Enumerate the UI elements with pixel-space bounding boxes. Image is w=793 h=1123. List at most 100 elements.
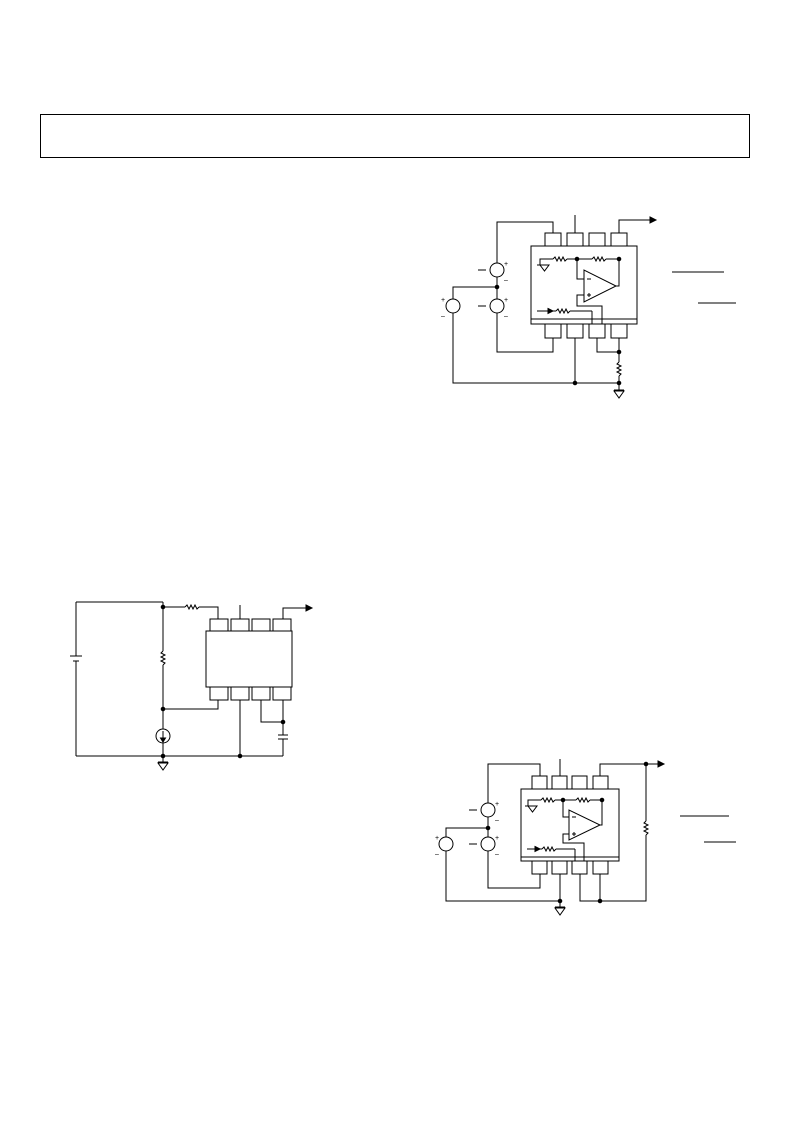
circuit-diagram-left <box>68 598 314 771</box>
resistor-vertical <box>161 651 165 665</box>
polarity-plus: + <box>495 835 499 842</box>
ic-pin-top-3 <box>572 776 587 789</box>
opamp-feedback-minus <box>563 800 569 817</box>
ic-package-base <box>531 319 637 324</box>
internal-ground-icon <box>527 805 538 813</box>
node-dot <box>598 899 602 903</box>
node-dot <box>617 350 621 354</box>
ic-pin-bottom-4 <box>273 687 291 700</box>
ic-pin-top-4 <box>593 776 608 789</box>
ic-pin-bottom-2 <box>552 861 567 874</box>
ic-pin-bottom-2 <box>231 687 249 700</box>
node-dot <box>617 381 621 385</box>
resistor-internal-3 <box>542 847 556 851</box>
ic-pin-top-2 <box>567 233 583 246</box>
ground-return-wire <box>446 851 560 901</box>
ic-pin-bottom-4 <box>611 324 627 338</box>
input-wire-bottom <box>497 313 553 352</box>
internal-ground-icon <box>539 264 550 272</box>
polarity-minus: – <box>504 277 508 284</box>
ic-pin-top-4 <box>273 619 291 631</box>
wire-pin-1-bottom <box>163 700 218 709</box>
opamp-output-wire <box>616 259 619 286</box>
ic-pin-bottom-3 <box>252 687 270 700</box>
polarity-plus: + <box>495 801 499 808</box>
internal-arrow-icon <box>547 307 555 315</box>
output-lead <box>600 764 658 776</box>
resistor-external <box>617 362 621 376</box>
polarity-plus: + <box>504 261 508 268</box>
ground-icon <box>554 907 566 916</box>
resistor-internal-3 <box>556 309 570 313</box>
polarity-plus: + <box>441 297 445 304</box>
ic-pin-bottom-3 <box>589 324 605 338</box>
input-wire-top <box>488 764 540 803</box>
opamp-triangle <box>583 269 618 303</box>
ic-pin-top-2 <box>552 776 567 789</box>
polarity-minus: – <box>435 851 439 858</box>
output-arrow <box>305 604 314 612</box>
ic-pin-bottom-4 <box>593 861 608 874</box>
polarity-minus: – <box>504 313 508 320</box>
ic-pin-top-3 <box>252 619 270 631</box>
voltage-source-3 <box>446 299 460 313</box>
opamp-plus-wire <box>577 295 602 324</box>
ic-pin-bottom-1 <box>532 861 547 874</box>
resistor-load <box>644 821 648 835</box>
output-arrow <box>657 760 666 768</box>
wire-pin-3-bottom <box>597 338 619 352</box>
polarity-minus: – <box>495 851 499 858</box>
page-header-box <box>40 114 750 158</box>
voltage-source-1 <box>481 803 495 817</box>
opamp-plus-wire <box>563 834 584 861</box>
ground-icon <box>157 762 169 771</box>
current-source-arrow-icon <box>159 737 167 743</box>
voltage-source-2 <box>481 837 495 851</box>
internal-wire-left <box>528 800 532 806</box>
voltage-source-2 <box>490 299 504 313</box>
node-dot <box>558 899 562 903</box>
ic-package-base <box>521 857 619 861</box>
ic-pin-bottom-3 <box>572 861 587 874</box>
wire-pin-3-bottom <box>261 700 283 722</box>
input-wire-top <box>497 222 553 263</box>
ic-pin-bottom-2 <box>567 324 583 338</box>
ic-pin-top-1 <box>545 233 561 246</box>
ic-pin-bottom-1 <box>210 687 228 700</box>
node-dot <box>573 381 577 385</box>
polarity-minus: – <box>441 313 445 320</box>
resistor-horizontal <box>185 605 199 609</box>
output-lead <box>283 608 306 619</box>
resistor-internal-2 <box>576 798 590 802</box>
polarity-minus: – <box>495 817 499 824</box>
circuit-diagram-bottom: + – + – + – <box>435 754 748 916</box>
resistor-internal-2 <box>592 257 606 261</box>
ic-pin-top-1 <box>210 619 228 631</box>
output-lead <box>619 220 650 233</box>
polarity-plus: + <box>435 835 439 842</box>
node-dot <box>238 754 242 758</box>
ic-pin-bottom-1 <box>545 324 561 338</box>
opamp-feedback-minus <box>577 259 584 279</box>
ic-pin-top-1 <box>532 776 547 789</box>
node-dot <box>281 720 285 724</box>
ic-package-body <box>206 631 292 687</box>
opamp-triangle <box>568 809 602 841</box>
ic-pin-top-2 <box>231 619 249 631</box>
ground-icon <box>613 390 625 399</box>
circuit-diagram-top: + – + – + – <box>441 210 748 399</box>
voltage-source-1 <box>490 263 504 277</box>
load-wire-bottom <box>580 835 646 901</box>
internal-arrow-icon <box>534 845 542 853</box>
ic-pin-top-3 <box>589 233 605 246</box>
diff-source-wire-top <box>446 828 488 837</box>
input-wire-bottom <box>488 851 540 888</box>
output-arrow <box>649 216 658 224</box>
ground-return-wire <box>453 313 619 383</box>
voltage-source-3 <box>439 837 453 851</box>
internal-wire-left <box>540 259 545 265</box>
diff-source-wire-top <box>453 287 497 299</box>
wire-to-pin-1 <box>199 607 218 619</box>
resistor-internal-1 <box>541 798 555 802</box>
polarity-plus: + <box>504 297 508 304</box>
